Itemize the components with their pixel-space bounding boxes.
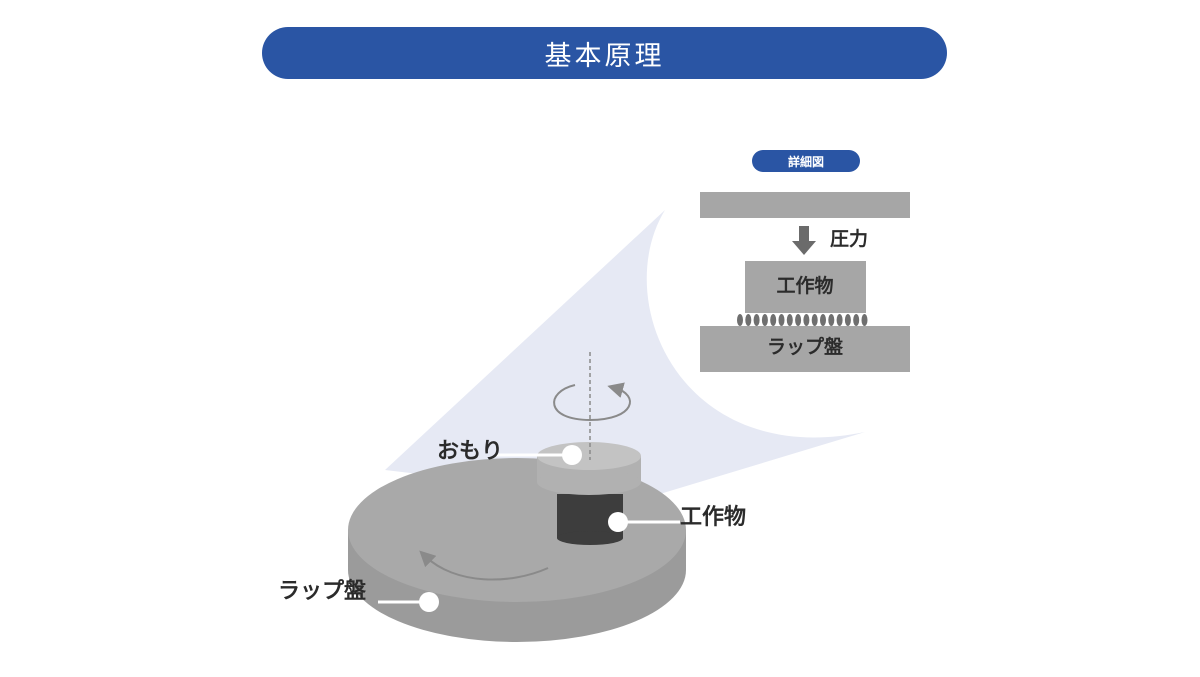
abrasive-grain — [786, 314, 793, 326]
pressure-arrow-icon — [792, 226, 816, 255]
detail-workpiece — [745, 261, 866, 313]
detail-lap-plate — [700, 326, 910, 372]
abrasive-grain — [861, 314, 868, 326]
detail-badge-text: 詳細図 — [788, 154, 824, 169]
weight-label: おもり — [437, 439, 503, 464]
abrasive-grain — [795, 314, 802, 326]
detail-lap-label: ラップ盤 — [767, 335, 844, 358]
abrasive-particles — [737, 314, 868, 326]
callout-workpiece — [608, 512, 680, 532]
detail-workpiece-label: 工作物 — [776, 274, 833, 297]
abrasive-grain — [836, 314, 843, 326]
abrasive-grain — [811, 314, 818, 326]
axis-spin-arrow — [553, 382, 631, 422]
abrasive-grain — [778, 314, 785, 326]
magnification-beam — [385, 210, 865, 500]
detail-pressure-label: 圧力 — [830, 227, 868, 250]
abrasive-grain — [753, 314, 760, 326]
abrasive-grain — [803, 314, 810, 326]
lap-label: ラップ盤 — [278, 578, 367, 604]
abrasive-grain — [853, 314, 860, 326]
abrasive-grain — [761, 314, 768, 326]
detail-badge: 詳細図 — [752, 150, 860, 172]
abrasive-grain — [770, 314, 777, 326]
abrasive-grain — [820, 314, 826, 326]
page-title: 基本原理 — [262, 27, 947, 79]
abrasive-grain — [745, 314, 752, 326]
callout-lap — [378, 592, 439, 612]
abrasive-grain — [844, 314, 851, 326]
workpiece-label: 工作物 — [680, 504, 746, 530]
callout-weight — [496, 445, 582, 465]
detail-top-plate — [700, 192, 910, 218]
abrasive-grain — [828, 314, 835, 326]
lap-rotation-arrow — [419, 550, 549, 581]
abrasive-grain — [737, 314, 743, 326]
weight-cylinder — [537, 442, 641, 495]
page-title-text: 基本原理 — [544, 40, 665, 72]
